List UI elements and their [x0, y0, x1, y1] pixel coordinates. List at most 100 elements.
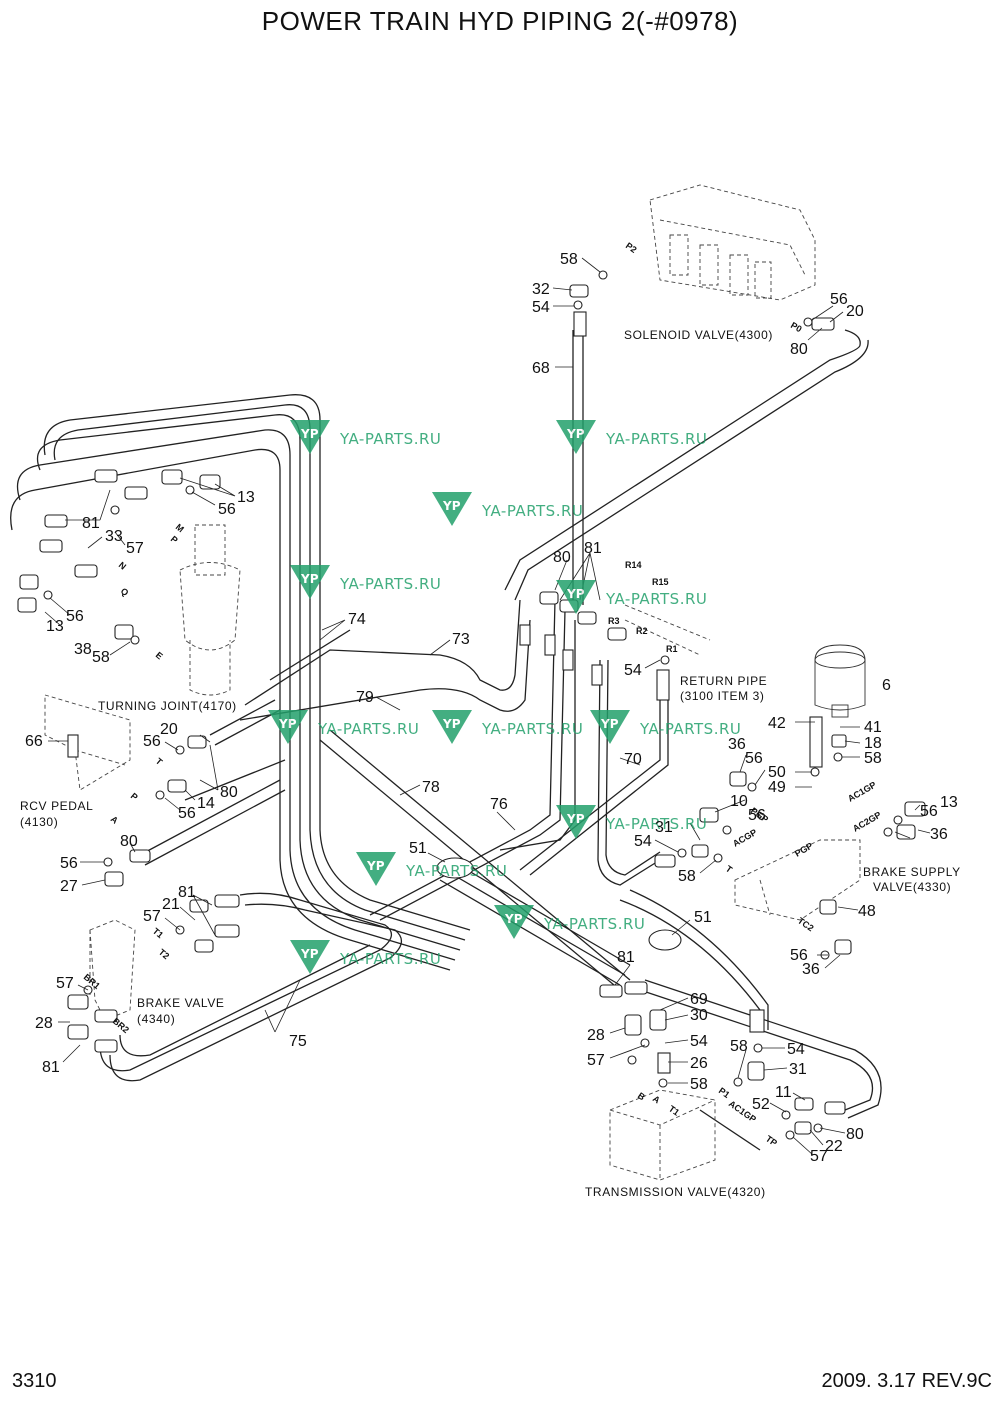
- port-label: E: [154, 650, 165, 662]
- part-callout: 81: [82, 515, 100, 532]
- part-callout: R2: [636, 626, 648, 636]
- watermark-logo: YP: [504, 912, 523, 926]
- part-callout: 56: [66, 608, 84, 625]
- part-callout: 10: [730, 793, 748, 810]
- revision-date: 2009. 3.17 REV.9C: [821, 1370, 993, 1392]
- part-callout: 33: [105, 528, 123, 545]
- watermark-text: YA-PARTS.RU: [639, 720, 741, 738]
- caption-brake-valve-number: (4340): [137, 1012, 175, 1026]
- pipe-bundle-left: [10, 329, 882, 1151]
- part-callout: 58: [690, 1076, 708, 1093]
- turning-joint: [179, 524, 241, 696]
- part-callout: 80: [120, 833, 138, 850]
- part-callout: 51: [409, 840, 427, 857]
- part-callout: 11: [775, 1084, 792, 1101]
- part-callout: 56: [218, 501, 236, 518]
- part-callout: 81: [42, 1059, 60, 1076]
- part-callout: 78: [422, 779, 440, 796]
- part-callout: 54: [532, 299, 550, 316]
- port-label: T: [724, 863, 735, 875]
- page-title: POWER TRAIN HYD PIPING 2(-#0978): [261, 6, 739, 36]
- watermark-logo: YP: [366, 859, 385, 873]
- caption-rcv-pedal: RCV PEDAL: [20, 799, 93, 813]
- part-callout: 56: [143, 733, 161, 750]
- watermark-text: YA-PARTS.RU: [605, 430, 707, 448]
- accumulator: [814, 644, 866, 718]
- part-callout: 50: [768, 764, 786, 781]
- component-captions: SOLENOID VALVE(4300) TURNING JOINT(4170)…: [20, 328, 960, 1199]
- part-callout: 56: [178, 805, 196, 822]
- watermark-text: YA-PARTS.RU: [339, 575, 441, 593]
- part-callout: 41: [864, 719, 882, 736]
- part-callout: 18: [864, 735, 882, 752]
- port-label: ACGP: [731, 827, 759, 849]
- leader-lines: [44, 257, 931, 1156]
- part-callout: 81: [617, 949, 635, 966]
- caption-rcv-pedal-number: (4130): [20, 815, 58, 829]
- port-label: P: [129, 791, 140, 803]
- watermark-text: YA-PARTS.RU: [605, 590, 707, 608]
- port-label: TC2: [796, 915, 816, 933]
- part-callout: 48: [858, 903, 876, 920]
- port-label: P: [169, 534, 180, 546]
- port-label: BR2: [111, 1016, 131, 1035]
- port-label: T: [154, 756, 165, 768]
- part-callout: 38: [74, 641, 92, 658]
- part-callout: 76: [490, 796, 508, 813]
- watermark-logo: YP: [300, 947, 319, 961]
- transmission-valve: [609, 1089, 716, 1181]
- part-callout: 30: [690, 1007, 708, 1024]
- part-callout: 68: [532, 360, 550, 377]
- watermark-text: YA-PARTS.RU: [405, 862, 507, 880]
- part-callout: 54: [690, 1033, 708, 1050]
- part-callout: 54: [624, 662, 642, 679]
- part-callout: 54: [787, 1041, 805, 1058]
- watermark-text: YA-PARTS.RU: [339, 430, 441, 448]
- watermark-text: YA-PARTS.RU: [605, 815, 707, 833]
- part-callout: R1: [666, 644, 678, 654]
- port-label: T1: [151, 926, 165, 940]
- part-callout: 36: [930, 826, 948, 843]
- part-callout: 58: [864, 750, 882, 767]
- part-callout: 31: [655, 819, 673, 836]
- part-callout: 28: [587, 1027, 605, 1044]
- part-callout: 58: [92, 649, 110, 666]
- caption-return-pipe-item: (3100 ITEM 3): [680, 689, 765, 703]
- part-callout: 57: [126, 540, 144, 557]
- brake-valve: [89, 919, 136, 1021]
- port-label: M: [174, 522, 186, 534]
- part-callout: 42: [768, 715, 786, 732]
- caption-transmission-valve: TRANSMISSION VALVE(4320): [585, 1185, 766, 1199]
- part-callout: 36: [802, 961, 820, 978]
- part-callout: 51: [694, 909, 712, 926]
- part-callout: 80: [846, 1126, 864, 1143]
- part-callout: 20: [846, 303, 864, 320]
- part-callouts: 58 32 54 68 56 20 80 13 56 81 33 57 56 1…: [25, 251, 958, 1165]
- port-label: TP: [764, 1133, 779, 1148]
- watermark-text: YA-PARTS.RU: [481, 720, 583, 738]
- brake-supply-valve: [734, 839, 861, 921]
- part-callout: 56: [60, 855, 78, 872]
- part-callout: 58: [560, 251, 578, 268]
- watermark-text: YA-PARTS.RU: [317, 720, 419, 738]
- solenoid-valve: [649, 184, 816, 301]
- watermark-logo: YP: [566, 812, 585, 826]
- part-callout: 66: [25, 733, 43, 750]
- part-callout: 31: [789, 1061, 807, 1078]
- part-callout: 81: [178, 884, 196, 901]
- part-callout: 54: [634, 833, 652, 850]
- part-callout: 56: [745, 750, 763, 767]
- part-callout: 6: [882, 677, 891, 694]
- watermark-logo: YP: [600, 717, 619, 731]
- part-callout: 22: [825, 1138, 843, 1155]
- part-callout: 80: [553, 549, 571, 566]
